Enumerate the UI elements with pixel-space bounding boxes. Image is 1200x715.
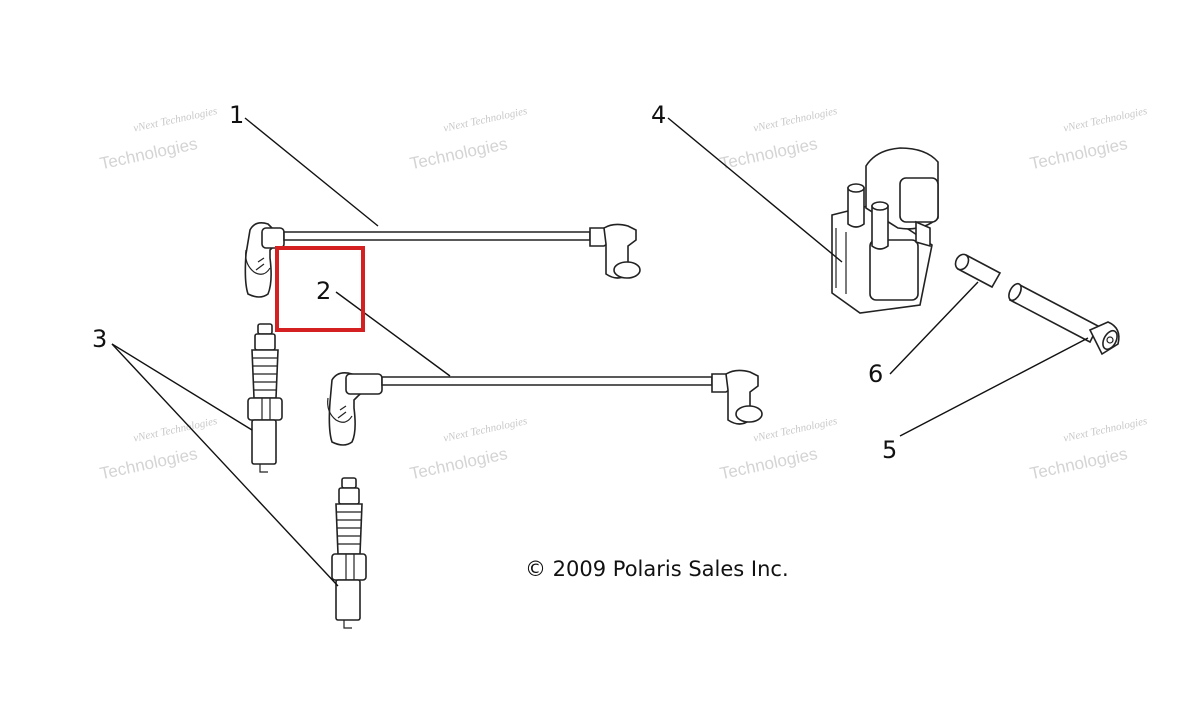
callout-6[interactable]: 6 (868, 360, 883, 388)
svg-text:vNext Technologies: vNext Technologies (442, 105, 528, 135)
callout-5[interactable]: 5 (882, 436, 897, 464)
svg-text:vNext Technologies: vNext Technologies (132, 105, 218, 135)
spark-plug-wire-upper[interactable] (244, 222, 641, 298)
spark-plug-upper[interactable] (247, 323, 283, 473)
callout-4[interactable]: 4 (651, 101, 666, 129)
leader-line-5 (899, 337, 1089, 437)
callout-2-highlight-box (275, 246, 365, 332)
copyright-text: © 2009 Polaris Sales Inc. (525, 557, 789, 581)
leader-line-4 (667, 117, 843, 263)
leader-line-2 (335, 291, 451, 377)
watermark: vNext Technologies Technologies (98, 415, 218, 483)
svg-text:Technologies: Technologies (1028, 444, 1129, 483)
coil-sleeve[interactable] (953, 252, 1002, 289)
svg-text:Technologies: Technologies (98, 444, 199, 483)
svg-text:Technologies: Technologies (1028, 134, 1129, 173)
svg-text:Technologies: Technologies (718, 444, 819, 483)
callout-2[interactable]: 2 (316, 277, 331, 305)
ignition-coil[interactable] (831, 147, 939, 314)
spark-plug-lower[interactable] (331, 477, 367, 629)
leader-line-6 (889, 281, 979, 375)
watermark: vNext Technologies Technologies (1028, 105, 1148, 173)
watermark: vNext Technologies Technologies (718, 415, 838, 483)
svg-text:vNext Technologies: vNext Technologies (442, 415, 528, 445)
coil-bolt[interactable] (1006, 282, 1120, 356)
watermark: vNext Technologies Technologies (1028, 415, 1148, 483)
leader-line-3a (111, 343, 253, 431)
svg-text:vNext Technologies: vNext Technologies (752, 105, 838, 135)
watermark: vNext Technologies Technologies (98, 105, 218, 173)
svg-text:Technologies: Technologies (98, 134, 199, 173)
leader-line-3b (111, 343, 339, 587)
svg-text:Technologies: Technologies (408, 134, 509, 173)
svg-text:Technologies: Technologies (408, 444, 509, 483)
callout-3[interactable]: 3 (92, 325, 107, 353)
svg-text:vNext Technologies: vNext Technologies (132, 415, 218, 445)
leader-line-1 (244, 117, 379, 227)
svg-text:vNext Technologies: vNext Technologies (1062, 415, 1148, 445)
watermark: vNext Technologies Technologies (408, 105, 528, 173)
watermark: vNext Technologies Technologies (718, 105, 838, 173)
watermark: vNext Technologies Technologies (408, 415, 528, 483)
svg-text:vNext Technologies: vNext Technologies (752, 415, 838, 445)
svg-text:Technologies: Technologies (718, 134, 819, 173)
svg-text:vNext Technologies: vNext Technologies (1062, 105, 1148, 135)
spark-plug-wire-lower[interactable] (327, 369, 763, 446)
leader-lines (111, 117, 1089, 587)
callout-1[interactable]: 1 (229, 101, 244, 129)
